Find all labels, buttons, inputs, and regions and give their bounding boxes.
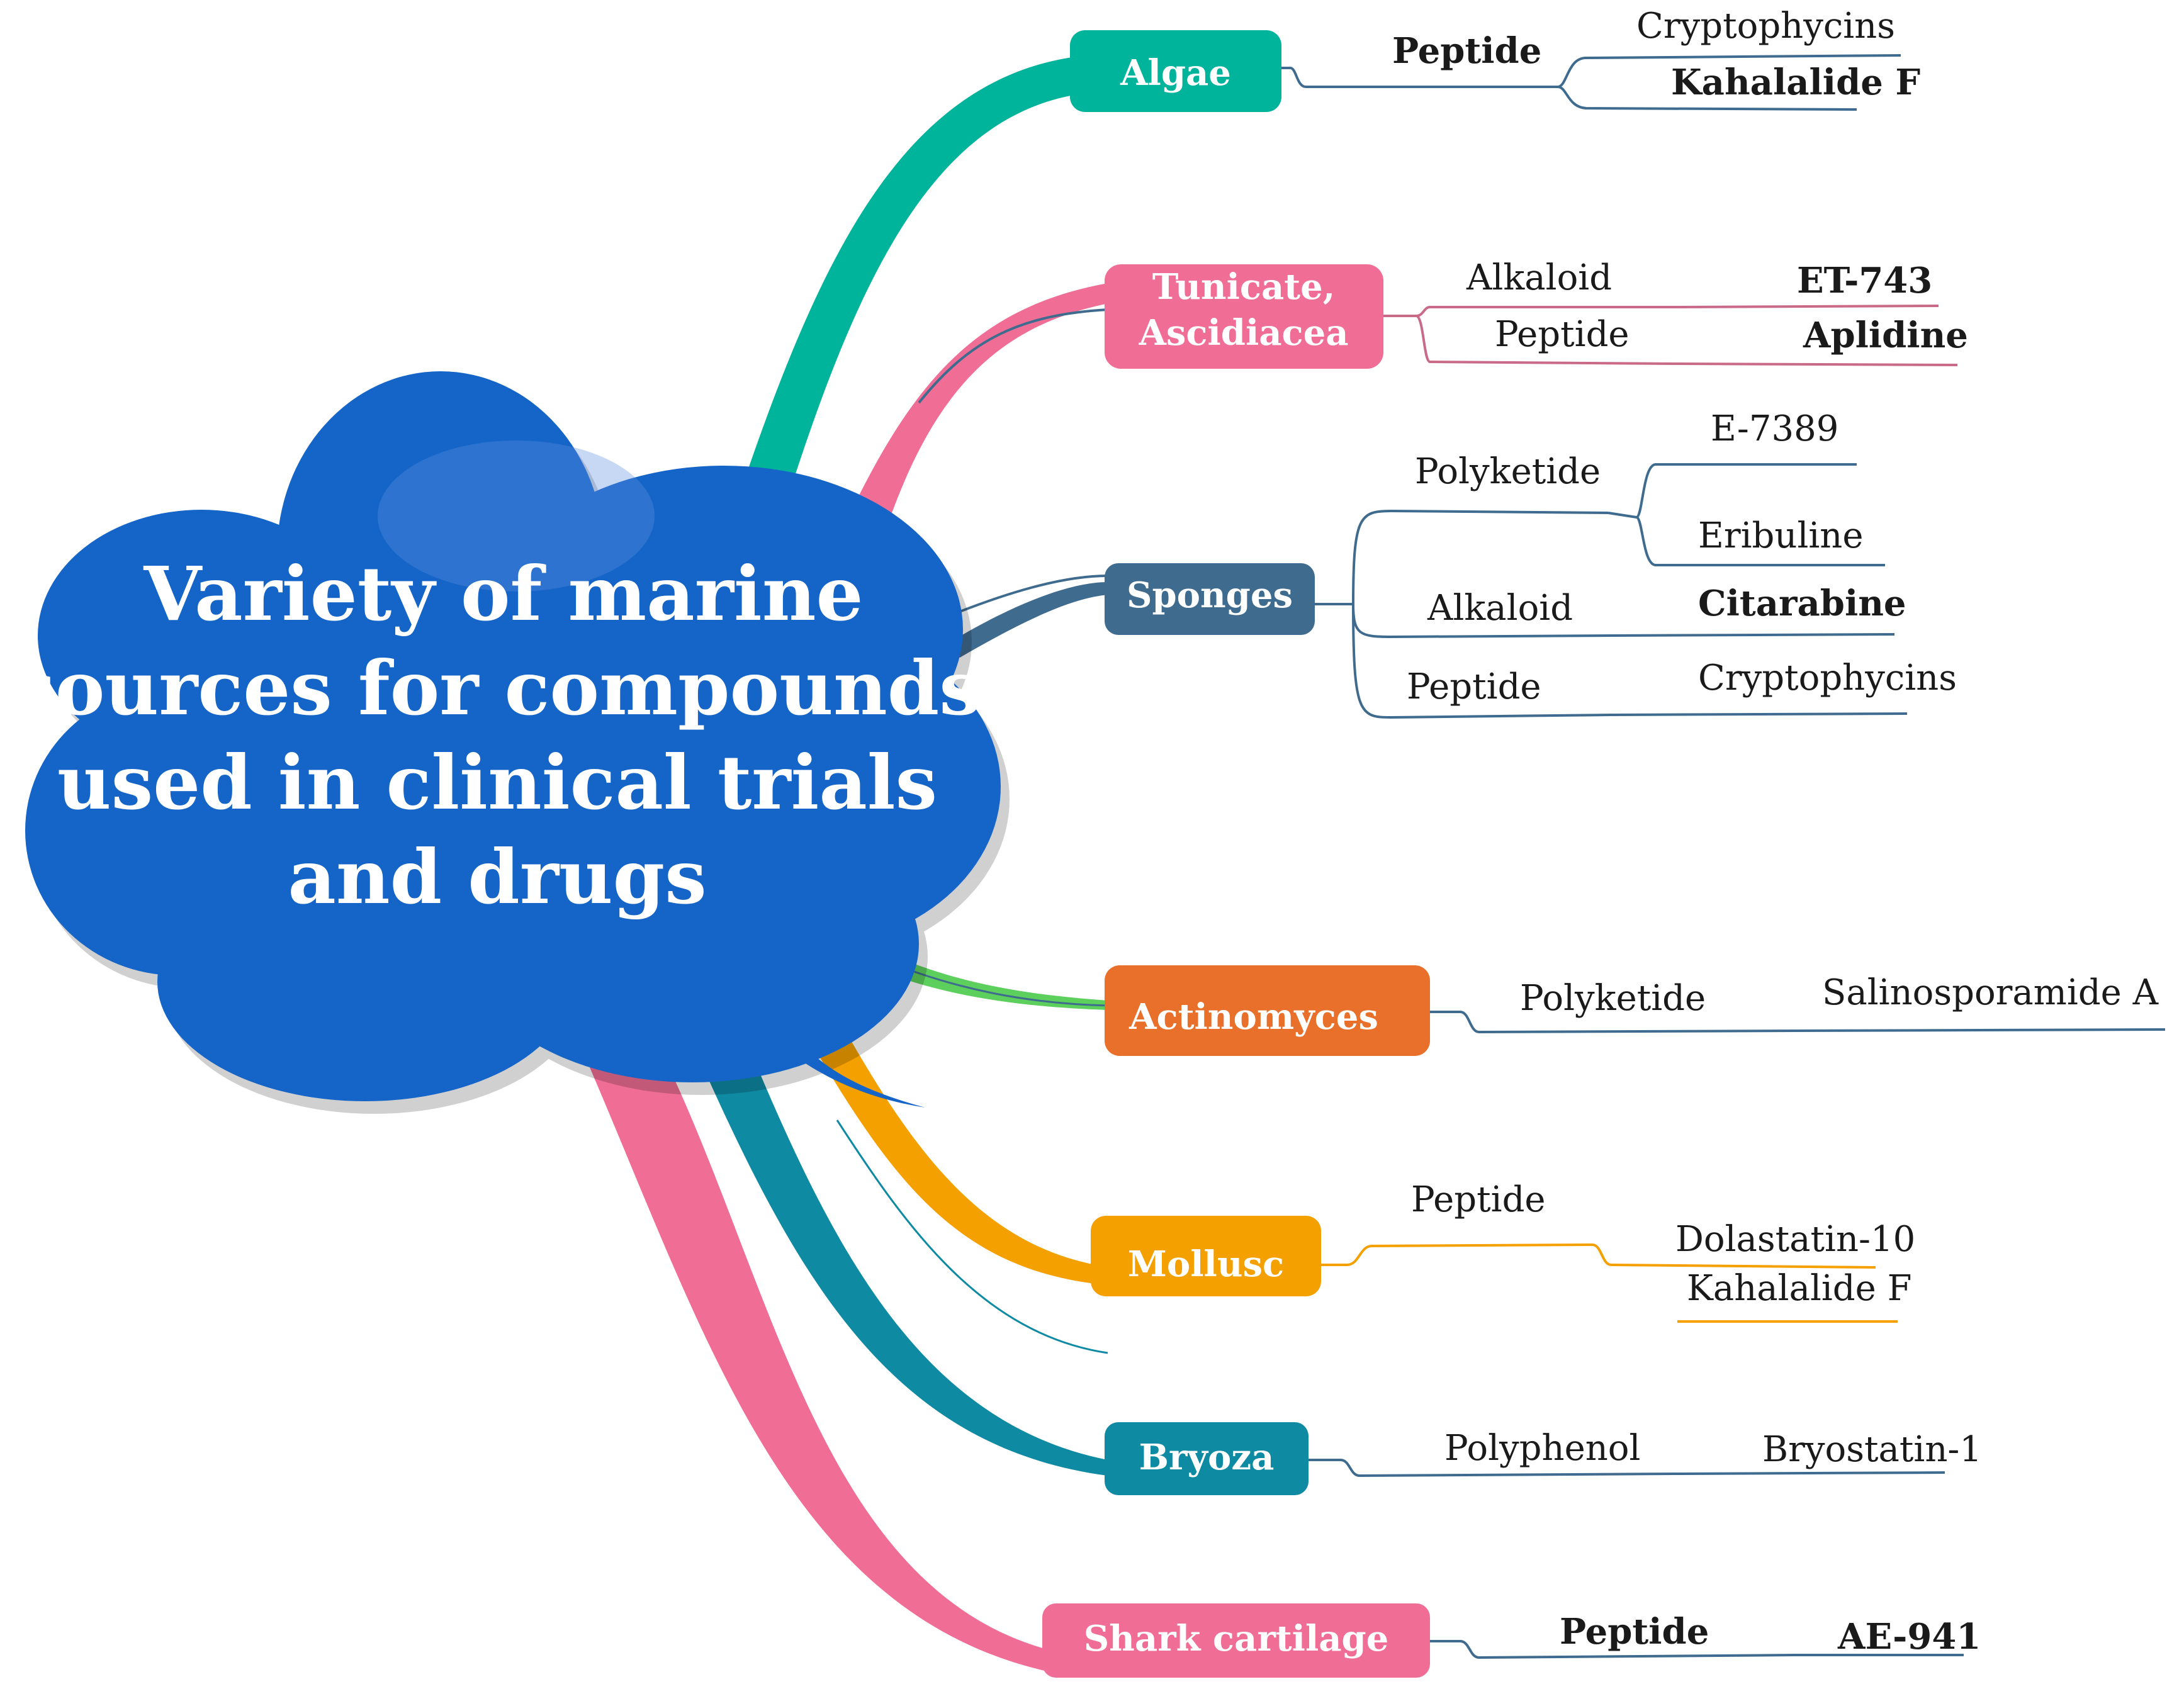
branch-shark (585, 1057, 1045, 1671)
sponges-compound-e7389: E-7389 (1711, 408, 1838, 449)
mollusc-compound-kahalalide: Kahalalide F (1687, 1268, 1911, 1309)
algae-compound-kahalalide: Kahalalide F (1671, 62, 1920, 103)
shark-compound-ae941: AE-941 (1837, 1616, 1981, 1658)
node-tunicate-label-1: Tunicate, (1152, 266, 1336, 308)
algae-compound-cryptophycins: Cryptophycins (1636, 6, 1895, 47)
sponges-class-peptide: Peptide (1407, 666, 1541, 707)
node-mollusc[interactable]: Mollusc (1091, 1216, 1321, 1296)
sponges-compound-citarabine: Citarabine (1698, 583, 1906, 624)
node-actinomyces-label: Actinomyces (1129, 996, 1378, 1038)
mollusc-compound-dolastatin: Dolastatin-10 (1675, 1219, 1915, 1260)
title-line-2: sources for compounds (13, 644, 981, 732)
title-line-3: used in clinical trials (57, 739, 937, 826)
branch-tunicate-thin (918, 308, 1108, 404)
actinomyces-class-polyketide: Polyketide (1520, 978, 1706, 1019)
branch-bryoza-thin (836, 1119, 1108, 1354)
algae-class-peptide: Peptide (1392, 30, 1541, 72)
branch-sponges (950, 582, 1109, 658)
connectors (1281, 54, 2166, 1659)
title-line-4: and drugs (288, 833, 706, 921)
labels: Peptide Cryptophycins Kahalalide F Alkal… (1392, 6, 2159, 1658)
tunicate-class-peptide: Peptide (1495, 314, 1630, 355)
mollusc-class-peptide: Peptide (1411, 1179, 1546, 1220)
sponges-class-alkaloid: Alkaloid (1427, 588, 1573, 629)
sponges-compound-eribuline: Eribuline (1698, 515, 1864, 556)
node-tunicate[interactable]: Tunicate, Ascidiacea (1105, 264, 1383, 369)
tunicate-compound-et743: ET-743 (1797, 260, 1932, 301)
sponges-compound-cryptophycins: Cryptophycins (1698, 658, 1957, 699)
node-shark[interactable]: Shark cartilage (1042, 1603, 1430, 1678)
node-mollusc-label: Mollusc (1128, 1243, 1284, 1285)
tunicate-compound-aplidine: Aplidine (1803, 315, 1968, 356)
node-bryoza-label: Bryoza (1139, 1437, 1275, 1478)
bryoza-class-polyphenol: Polyphenol (1444, 1428, 1640, 1469)
title-cloud: Variety of marine sources for compounds … (13, 371, 1010, 1114)
node-algae[interactable]: Algae (1070, 30, 1281, 112)
actinomyces-compound-salinosporamide: Salinosporamide A (1822, 972, 2159, 1013)
node-sponges-label: Sponges (1127, 575, 1293, 616)
node-algae-label: Algae (1120, 52, 1231, 94)
title-line-1: Variety of marine (143, 550, 863, 637)
sponges-class-polyketide: Polyketide (1415, 451, 1601, 492)
node-sponges[interactable]: Sponges (1105, 563, 1315, 635)
node-shark-label: Shark cartilage (1084, 1618, 1389, 1659)
node-actinomyces[interactable]: Actinomyces (1105, 965, 1430, 1056)
tunicate-class-alkaloid: Alkaloid (1466, 257, 1612, 298)
source-nodes: Algae Tunicate, Ascidiacea Sponges Actin… (1042, 30, 1430, 1678)
node-bryoza[interactable]: Bryoza (1105, 1422, 1309, 1495)
shark-class-peptide: Peptide (1560, 1611, 1709, 1653)
bryoza-compound-bryostatin: Bryostatin-1 (1762, 1429, 1982, 1470)
node-tunicate-label-2: Ascidiacea (1138, 312, 1348, 354)
